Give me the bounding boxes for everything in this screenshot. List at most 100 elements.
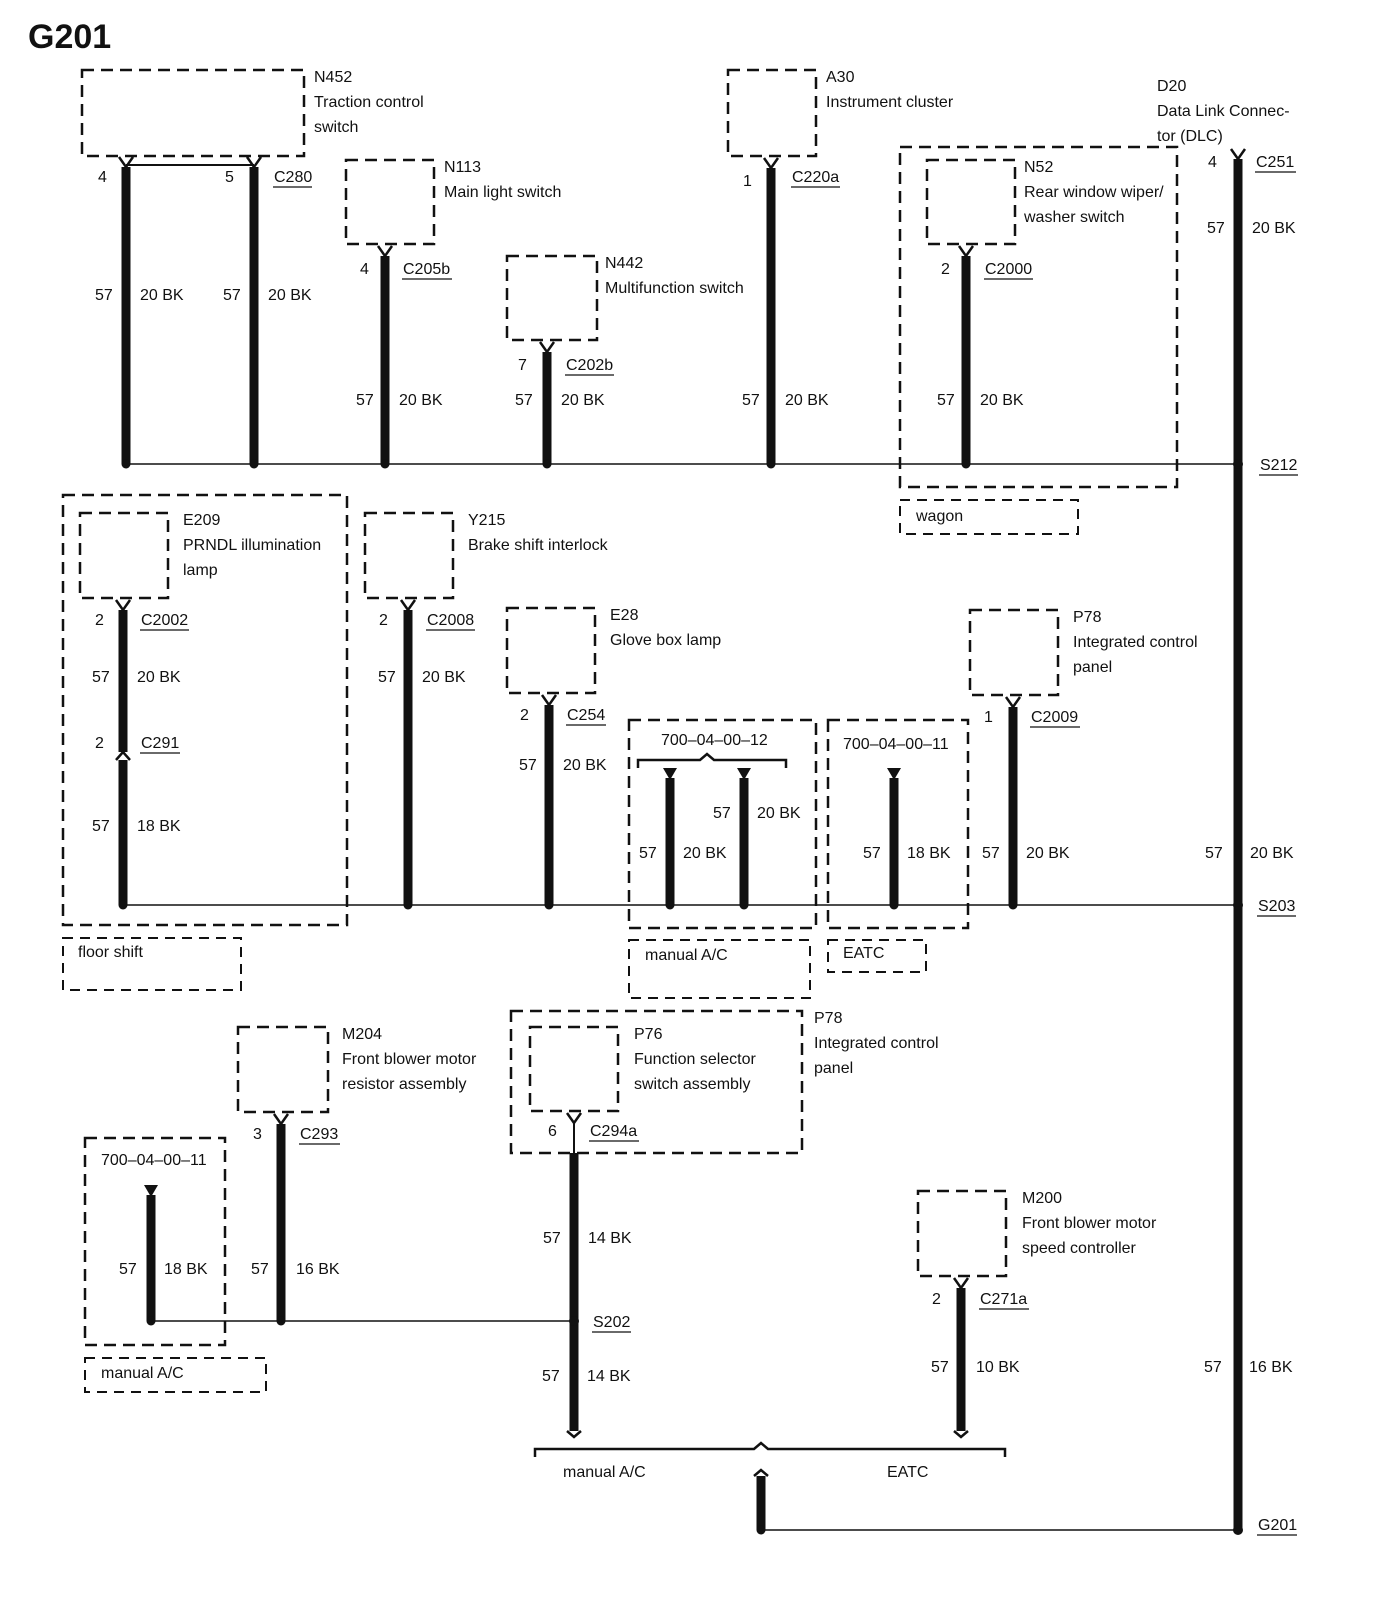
y215-wire-gauge: 20 BK — [422, 669, 466, 686]
p78-upper-name: Integrated control — [1073, 634, 1198, 651]
e209-lower-wire-circuit: 57 — [92, 818, 110, 835]
e209-wire-circuit: 57 — [92, 669, 110, 686]
splice-s202: S202 — [593, 1314, 630, 1331]
p78-lower-name-2: panel — [814, 1060, 853, 1077]
e28-pin-mark — [540, 694, 558, 708]
n452-name-2: switch — [314, 119, 358, 136]
connector-c2002: C2002 — [141, 612, 188, 629]
s212-splice-dot — [1233, 459, 1243, 469]
m204-id: M204 — [342, 1026, 382, 1043]
p78-lower-name: Integrated control — [814, 1035, 939, 1052]
p76-wire-gauge: 14 BK — [588, 1230, 632, 1247]
m204-name: Front blower motor — [342, 1051, 477, 1068]
n52-pin: 2 — [941, 261, 950, 278]
s202-node — [146, 1316, 156, 1326]
e209-pin: 2 — [95, 612, 104, 629]
p78-upper-pin-mark — [1004, 696, 1022, 710]
option-merge-mark — [753, 1468, 769, 1477]
p78-upper-id: P78 — [1073, 609, 1102, 626]
diagram-title: G201 — [28, 18, 111, 56]
m200-id: M200 — [1022, 1190, 1062, 1207]
m200-wire-end-mark — [953, 1430, 969, 1439]
splice-s203: S203 — [1258, 898, 1295, 915]
splice-g201: G201 — [1258, 1517, 1297, 1534]
s202-wire-gauge: 14 BK — [587, 1368, 631, 1385]
option-brace — [533, 1441, 1007, 1457]
a30-wire-gauge: 20 BK — [785, 392, 829, 409]
ref-700-04-00-11-left: 700–04–00–11 — [101, 1152, 207, 1169]
n452-pin-a: 4 — [98, 169, 107, 186]
eatc-condition-box — [827, 939, 927, 973]
p76-id: P76 — [634, 1026, 663, 1043]
p78-lower-region-box — [509, 1009, 804, 1155]
manual-ac-left-region-box — [83, 1136, 227, 1347]
ref-700-04-00-12: 700–04–00–12 — [661, 732, 768, 749]
p78-upper-name-2: panel — [1073, 659, 1112, 676]
ref12-arrow-a — [663, 768, 677, 780]
ref11-arrow — [887, 768, 901, 780]
m204-pin-mark — [272, 1113, 290, 1127]
floor-shift-condition-label: floor shift — [78, 944, 143, 961]
manual-ac-condition-label: manual A/C — [645, 947, 728, 964]
ref11-left-arrow — [144, 1185, 158, 1197]
connector-c293: C293 — [300, 1126, 338, 1143]
connector-c2008: C2008 — [427, 612, 474, 629]
ref12-arrow-b — [737, 768, 751, 780]
p76-pin-mark — [565, 1112, 583, 1126]
y215-wire-circuit: 57 — [378, 669, 396, 686]
manual-ac-wire-b-gauge: 20 BK — [757, 805, 801, 822]
connector-c294a: C294a — [590, 1123, 637, 1140]
m204-name-2: resistor assembly — [342, 1076, 466, 1093]
e28-wire-circuit: 57 — [519, 757, 537, 774]
option-eatc-label: EATC — [887, 1464, 928, 1481]
n442-pin-mark — [538, 341, 556, 355]
s203-node — [544, 900, 554, 910]
connector-c220a: C220a — [792, 169, 839, 186]
connector-c2000: C2000 — [985, 261, 1032, 278]
p76-name: Function selector — [634, 1051, 757, 1068]
main-wire-mid-circuit: 57 — [1205, 845, 1223, 862]
m204-wire-gauge: 16 BK — [296, 1261, 340, 1278]
n452-component-box — [80, 68, 306, 158]
n452-wire-a-gauge: 20 BK — [140, 287, 184, 304]
s203-node — [739, 900, 749, 910]
connector-c202b: C202b — [566, 357, 613, 374]
n442-pin: 7 — [518, 357, 527, 374]
e209-pin-mark — [114, 599, 132, 613]
e209-name: PRNDL illumination — [183, 537, 321, 554]
n113-wire-gauge: 20 BK — [399, 392, 443, 409]
m200-name: Front blower motor — [1022, 1215, 1157, 1232]
n52-component-box — [925, 158, 1017, 246]
s203-node — [118, 900, 128, 910]
s203-node — [1008, 900, 1018, 910]
m200-name-2: speed controller — [1022, 1240, 1137, 1257]
y215-pin: 2 — [379, 612, 388, 629]
manual-ac-wire-a-gauge: 20 BK — [683, 845, 727, 862]
g201-node — [756, 1525, 766, 1535]
s203-node — [665, 900, 675, 910]
e28-name: Glove box lamp — [610, 632, 721, 649]
y215-name: Brake shift interlock — [468, 537, 609, 554]
m204-pin: 3 — [253, 1126, 262, 1143]
connector-c251: C251 — [1256, 154, 1294, 171]
option-manual-ac-label: manual A/C — [563, 1464, 646, 1481]
e209-id: E209 — [183, 512, 220, 529]
e28-id: E28 — [610, 607, 639, 624]
s212-node — [961, 459, 971, 469]
floor-shift-condition-box — [62, 937, 242, 991]
s202-splice-dot — [569, 1316, 579, 1326]
p76-pin: 6 — [548, 1123, 557, 1140]
n52-name-2: washer switch — [1023, 209, 1124, 226]
n113-name: Main light switch — [444, 184, 561, 201]
n452-wire-b-circuit: 57 — [223, 287, 241, 304]
floor-shift-region-box — [61, 493, 349, 927]
p76-name-2: switch assembly — [634, 1076, 750, 1093]
p78-upper-component-box — [968, 608, 1060, 697]
n52-wire-gauge: 20 BK — [980, 392, 1024, 409]
n52-id: N52 — [1024, 159, 1053, 176]
connector-c271a: C271a — [980, 1291, 1027, 1308]
connector-c2009: C2009 — [1031, 709, 1078, 726]
p78-upper-pin: 1 — [984, 709, 993, 726]
c291-pin: 2 — [95, 735, 104, 752]
